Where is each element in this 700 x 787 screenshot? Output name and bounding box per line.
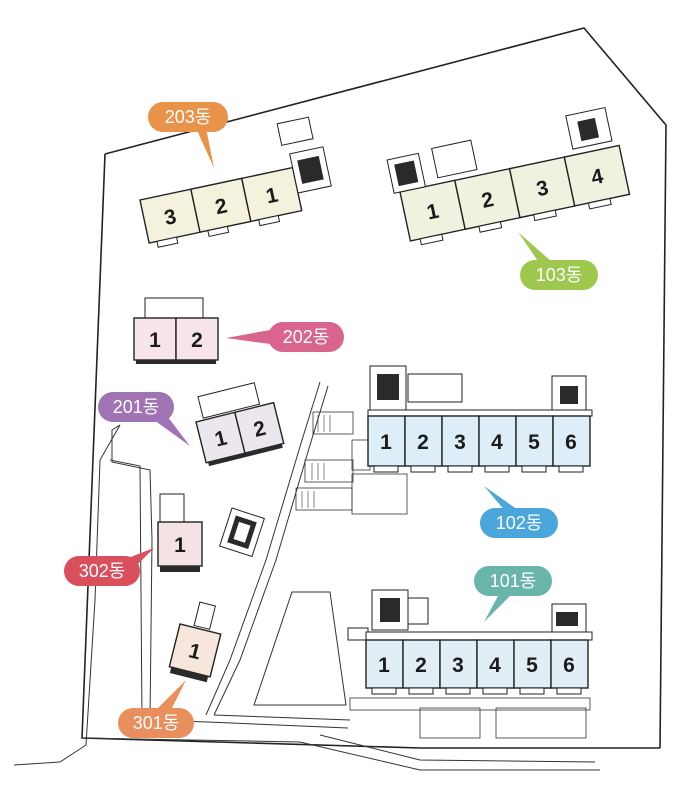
b103-unit-label-3: 4 <box>589 165 606 190</box>
label-301[interactable]: 301동 <box>118 680 194 738</box>
building-102: 1 2 3 4 5 6 <box>367 365 593 473</box>
b302-unit-0 <box>157 521 203 567</box>
building-202: 1 2 <box>133 297 219 364</box>
b103-unit-label-2: 3 <box>534 176 550 201</box>
b202-unit-label-1: 2 <box>191 329 203 352</box>
label-201-text: 201동 <box>113 397 160 417</box>
building-203: 3 2 1 <box>139 116 332 248</box>
b302-unit-label-0: 1 <box>174 534 186 557</box>
b102-unit-label-3: 4 <box>491 431 503 454</box>
b102-unit-2 <box>441 415 480 467</box>
site-boundary <box>13 27 667 771</box>
b203-unit-label-2: 1 <box>264 183 281 208</box>
b101-unit-label-1: 2 <box>415 654 427 677</box>
label-101[interactable]: 101동 <box>474 566 552 622</box>
b203-unit-label-1: 2 <box>213 194 229 219</box>
label-201[interactable]: 201동 <box>98 392 190 446</box>
b102-unit-label-1: 2 <box>417 431 429 454</box>
building-301: 1 <box>168 601 222 683</box>
plaza-area <box>253 591 347 706</box>
label-202-text: 202동 <box>283 327 330 347</box>
b102-unit-label-2: 3 <box>454 431 466 454</box>
b102-unit-4 <box>515 415 554 467</box>
building-201: 1 2 <box>195 382 285 467</box>
b101-unit-label-2: 3 <box>452 654 464 677</box>
b201-unit-label-1: 2 <box>251 417 268 442</box>
label-301-text: 301동 <box>133 713 180 733</box>
label-302[interactable]: 302동 <box>64 548 154 586</box>
b202-unit-0 <box>133 317 177 361</box>
label-203-text: 203동 <box>165 107 212 127</box>
building-101: 1 2 3 4 5 6 <box>347 589 593 739</box>
b101-unit-label-0: 1 <box>378 654 390 677</box>
label-101-text: 101동 <box>490 571 537 591</box>
inner-road <box>205 381 408 729</box>
b103-unit-label-1: 2 <box>480 188 496 213</box>
building-103: 1 2 3 4 <box>386 106 631 246</box>
b102-unit-label-5: 6 <box>565 431 577 454</box>
b101-unit-label-3: 4 <box>489 654 501 677</box>
b103-unit-label-0: 1 <box>425 200 442 225</box>
label-102-text: 102동 <box>496 513 543 533</box>
label-202[interactable]: 202동 <box>226 322 344 352</box>
building-302: 1 <box>157 493 203 572</box>
label-103[interactable]: 103동 <box>518 232 598 290</box>
b102-unit-label-0: 1 <box>380 431 392 454</box>
b102-unit-label-4: 5 <box>528 431 540 454</box>
b101-unit-label-4: 5 <box>526 654 538 677</box>
label-102[interactable]: 102동 <box>480 486 558 538</box>
b203-unit-label-0: 3 <box>162 205 178 230</box>
label-302-text: 302동 <box>79 561 126 581</box>
b202-unit-label-0: 1 <box>149 329 161 352</box>
b102-unit-5 <box>552 415 591 467</box>
b101-unit-label-5: 6 <box>563 654 575 677</box>
label-103-text: 103동 <box>536 265 583 285</box>
b101-unit-0 <box>365 639 404 689</box>
label-203[interactable]: 203동 <box>148 102 228 168</box>
